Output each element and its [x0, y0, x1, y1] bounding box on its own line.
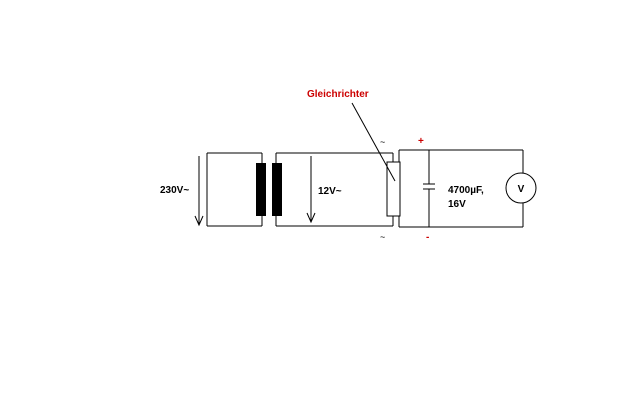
voltmeter-label: V [518, 184, 525, 195]
rectifier-pointer-line [351, 102, 396, 182]
ac-input-top-label: ~ [380, 137, 385, 147]
transformer-primary-coil [256, 163, 266, 216]
voltmeter-circle [505, 172, 537, 204]
rectifier-label: Gleichrichter [307, 89, 369, 100]
minus-terminal-label: - [426, 232, 429, 243]
voltmeter: V [505, 150, 537, 227]
transformer [256, 163, 282, 216]
primary-voltage-arrow-head [194, 215, 204, 227]
secondary-circuit [275, 152, 393, 227]
rectifier [351, 102, 523, 228]
capacitor-value-label: 4700µF, [448, 185, 484, 196]
capacitor [423, 150, 435, 227]
ac-input-bottom-label: ~ [380, 232, 385, 242]
secondary-voltage-label: 12V~ [318, 186, 342, 197]
transformer-secondary-coil [272, 163, 282, 216]
primary-voltage-label: 230V~ [160, 185, 189, 196]
secondary-voltage-arrow-head [306, 212, 316, 224]
capacitor-voltage-label: 16V [448, 199, 466, 210]
primary-circuit [194, 152, 263, 227]
plus-terminal-label: + [418, 136, 424, 147]
